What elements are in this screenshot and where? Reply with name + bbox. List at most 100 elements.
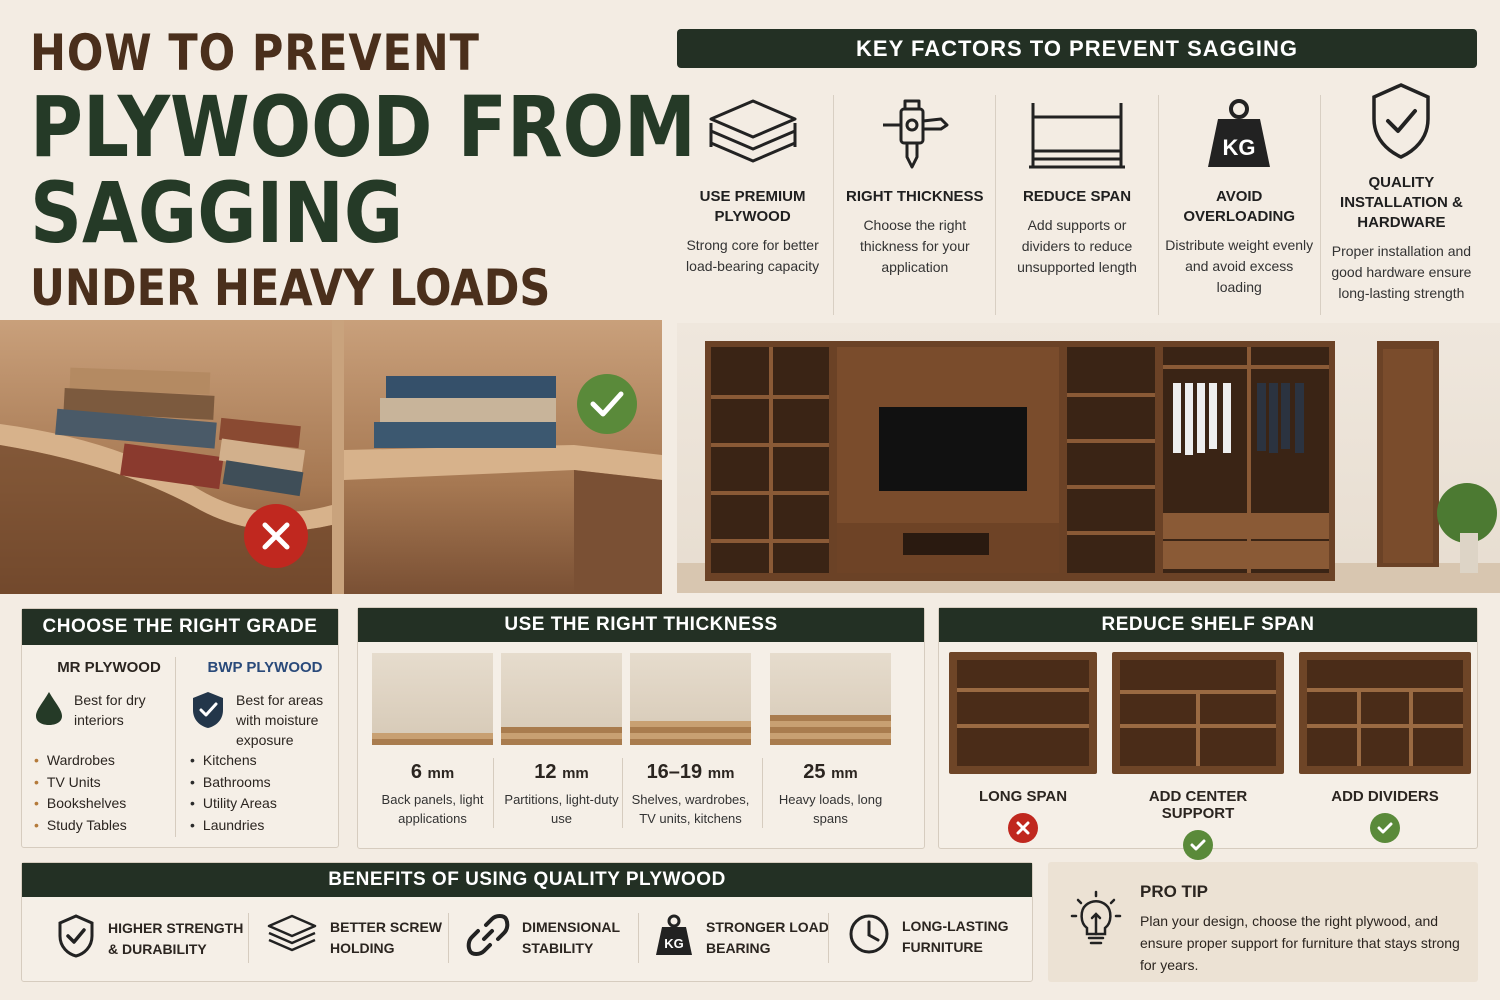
thickness-number: 12	[534, 761, 557, 783]
shield-check-icon	[1327, 81, 1476, 161]
benefit-line: LONG-LASTING	[902, 918, 1009, 934]
benefit-line: BEARING	[706, 940, 771, 956]
list-item: Wardrobes	[34, 750, 184, 772]
list-item: Utility Areas	[190, 793, 340, 815]
thickness-value: 25 mm	[770, 761, 891, 784]
dividers-option: ADD DIVIDERS	[1299, 652, 1471, 843]
sagging-shelf-illustration	[0, 367, 332, 594]
thickness-value: 12 mm	[501, 761, 622, 784]
benefit-line: STRONGER LOAD	[706, 919, 829, 935]
divider	[332, 320, 344, 594]
lightbulb-icon	[1070, 888, 1122, 955]
span-heading: REDUCE SHELF SPAN	[939, 608, 1477, 642]
shield-check-icon	[190, 690, 226, 735]
span-panel: REDUCE SHELF SPAN LONG SPAN ADD CENTER S…	[938, 607, 1478, 860]
correct-mark-icon	[1183, 830, 1213, 860]
plywood-sample-image	[372, 653, 493, 745]
thickness-unit: mm	[427, 765, 455, 782]
plywood-sample-image	[770, 653, 891, 745]
thickness-number: 25	[803, 761, 826, 783]
proper-shelf-photo	[344, 320, 662, 594]
layers-icon	[678, 95, 827, 175]
wrong-mark-icon	[244, 504, 308, 568]
benefit-line: DIMENSIONAL	[522, 919, 620, 935]
plywood-sample-image	[501, 653, 622, 745]
benefit-line: STABILITY	[522, 940, 594, 956]
grade-panel: CHOOSE THE RIGHT GRADE MR PLYWOOD Best f…	[21, 608, 339, 848]
benefits-heading: BENEFITS OF USING QUALITY PLYWOOD	[22, 863, 1032, 897]
list-item: Laundries	[190, 815, 340, 837]
dividers-shelf-image	[1299, 652, 1471, 774]
long-span-option: LONG SPAN	[949, 652, 1097, 843]
benefit-line: HIGHER STRENGTH	[108, 920, 244, 936]
wall-unit-illustration	[677, 341, 1500, 593]
shelf-frame-icon	[1002, 95, 1151, 175]
correct-mark-icon	[577, 374, 637, 434]
benefit-line: & DURABILITY	[108, 941, 207, 957]
divider	[828, 913, 829, 963]
clock-icon	[848, 913, 890, 961]
benefit-long-lasting: LONG-LASTING FURNITURE	[848, 913, 1009, 961]
center-support-shelf-image	[1112, 652, 1284, 774]
factor-desc: Add supports or dividers to reduce unsup…	[1017, 217, 1137, 275]
key-factors-list: USE PREMIUM PLYWOOD Strong core for bett…	[672, 83, 1482, 315]
divider	[762, 758, 763, 828]
pro-tip-box: PRO TIP Plan your design, choose the rig…	[1048, 862, 1478, 982]
title-line-1: HOW TO PREVENT	[30, 24, 480, 82]
key-factors-heading: KEY FACTORS TO PREVENT SAGGING	[677, 29, 1477, 68]
span-label: ADD DIVIDERS	[1331, 788, 1439, 805]
factor-desc: Choose the right thickness for your appl…	[859, 217, 970, 275]
divider	[638, 913, 639, 963]
kg-weight-icon: KG	[654, 913, 694, 963]
thickness-value: 6 mm	[372, 761, 493, 784]
list-item: TV Units	[34, 772, 184, 794]
shield-check-icon	[56, 913, 96, 965]
divider	[248, 913, 249, 963]
thickness-use: Partitions, light-duty use	[504, 792, 619, 826]
thickness-unit: mm	[562, 765, 589, 782]
benefits-panel: BENEFITS OF USING QUALITY PLYWOOD HIGHER…	[21, 862, 1033, 982]
kg-label: KG	[1223, 135, 1256, 160]
factor-desc: Strong core for better load-bearing capa…	[686, 237, 820, 274]
mr-uses-list: Wardrobes TV Units Bookshelves Study Tab…	[34, 750, 184, 836]
mr-plywood-title: MR PLYWOOD	[57, 659, 161, 676]
bwp-plywood-column: BWP PLYWOOD Best for areas with moisture…	[190, 659, 340, 836]
title-line-3: SAGGING	[30, 164, 404, 262]
bwp-plywood-desc: Best for areas with moisture exposure	[236, 692, 324, 748]
wrong-mark-icon	[1008, 813, 1038, 843]
factor-title: USE PREMIUM PLYWOOD	[699, 188, 806, 225]
page-title: HOW TO PREVENT PLYWOOD FROM SAGGING UNDE…	[30, 22, 696, 320]
title-line-4: UNDER HEAVY LOADS	[30, 259, 551, 317]
factor-title: RIGHT THICKNESS	[846, 188, 984, 205]
thickness-unit: mm	[707, 765, 735, 782]
thickness-unit: mm	[831, 765, 858, 782]
straight-shelf-illustration	[344, 376, 662, 594]
list-item: Bathrooms	[190, 772, 340, 794]
divider	[622, 758, 623, 828]
kg-label: KG	[664, 936, 684, 951]
factor-title: QUALITY INSTALLATION & HARDWARE	[1340, 174, 1463, 231]
mr-plywood-desc: Best for dry interiors	[74, 692, 146, 728]
bwp-plywood-title: BWP PLYWOOD	[207, 659, 323, 676]
divider	[175, 657, 176, 837]
layers-icon	[266, 913, 318, 963]
thickness-number: 6	[410, 761, 422, 783]
thickness-value: 16–19 mm	[630, 761, 751, 784]
benefit-line: FURNITURE	[902, 939, 983, 955]
center-support-option: ADD CENTER SUPPORT	[1112, 652, 1284, 860]
shelf-comparison-photo	[0, 320, 662, 594]
factor-reduce-span: REDUCE SPAN Add supports or dividers to …	[996, 95, 1159, 315]
water-drop-icon	[34, 690, 64, 731]
pro-tip-text: Plan your design, choose the right plywo…	[1140, 913, 1460, 973]
list-item: Bookshelves	[34, 793, 184, 815]
grade-heading: CHOOSE THE RIGHT GRADE	[22, 609, 338, 645]
benefit-line: BETTER SCREW	[330, 919, 442, 935]
factor-title: AVOID OVERLOADING	[1183, 188, 1296, 225]
span-label: ADD CENTER SUPPORT	[1148, 788, 1248, 822]
